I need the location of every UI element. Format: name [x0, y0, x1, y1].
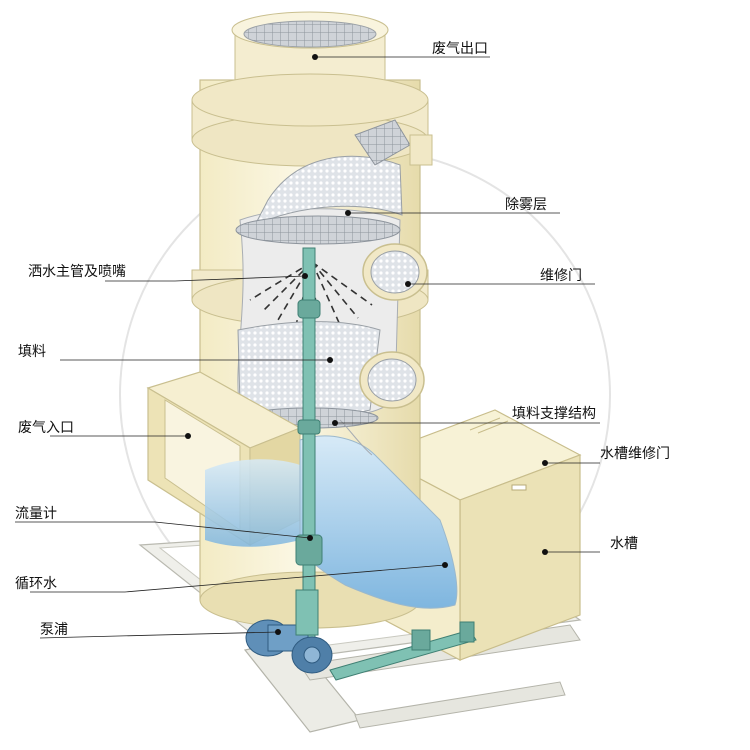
label-tank-maintenance-door: 水槽维修门 [600, 446, 670, 462]
tank-door-handle [511, 484, 527, 491]
label-demister: 除雾层 [505, 197, 547, 213]
outlet-grille [243, 20, 377, 48]
demister-layer [253, 155, 403, 227]
label-pump: 泵浦 [40, 622, 68, 638]
label-packing: 填料 [18, 344, 46, 360]
spray-header-grate [235, 215, 401, 245]
label-spray-header: 洒水主管及喷嘴 [28, 264, 126, 280]
label-maintenance-door: 维修门 [540, 268, 582, 284]
pump [245, 589, 333, 674]
label-water-tank: 水槽 [610, 536, 638, 552]
leader-lines [15, 54, 600, 639]
flow-meter-body [295, 534, 323, 566]
label-exhaust-outlet: 废气出口 [432, 41, 488, 57]
label-circulating-water: 循环水 [15, 576, 57, 592]
label-exhaust-inlet: 废气入口 [18, 420, 74, 436]
label-packing-support: 填料支撑结构 [512, 406, 596, 422]
maintenance-doors [359, 243, 428, 409]
water-body [205, 419, 458, 609]
label-flow-meter: 流量计 [15, 506, 57, 522]
